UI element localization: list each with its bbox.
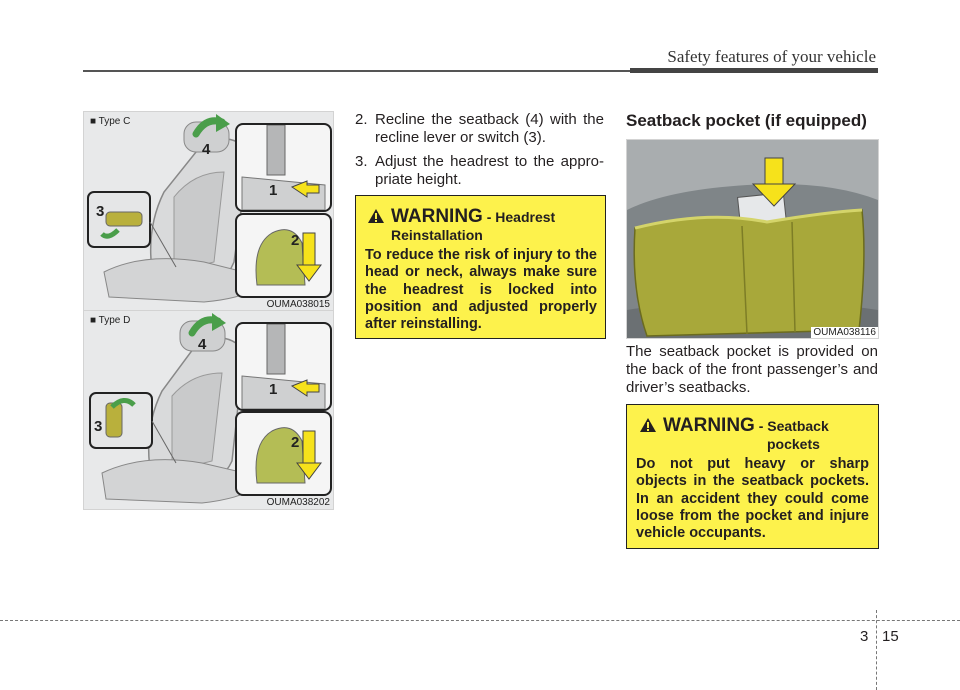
chapter-number: 3 <box>860 628 869 645</box>
section-title: Seatback pocket (if equipped) <box>626 111 867 130</box>
figure-type-c: ■ Type C 4 3 1 2 O <box>83 111 334 312</box>
callout-2-type-d: 2 <box>291 434 299 451</box>
warning-pocket-body: Do not put heavy or sharp objects in the… <box>636 456 869 542</box>
figure-type-d: ■ Type D 4 3 1 2 OUMA038202 <box>83 310 334 510</box>
step-3: 3. Adjust the headrest to the appro-pria… <box>355 153 604 189</box>
callout-3-type-d: 3 <box>94 418 102 435</box>
step-2-text: Recline the seatback (4) with the reclin… <box>375 111 604 146</box>
warning-pocket-subtitle-2: pockets <box>767 436 820 452</box>
callout-4-type-c: 4 <box>202 141 211 158</box>
inset-headrest-button-type-d: 1 <box>235 322 332 411</box>
warning-pocket-subtitle-1: - Seatback <box>754 418 829 434</box>
inset-headrest-button-type-c: 1 <box>235 123 332 212</box>
running-header: Safety features of your vehicle <box>667 47 876 66</box>
footer-rule <box>0 620 960 621</box>
headrest-post-illustration: 1 <box>241 125 326 210</box>
figure-type-d-label: ■ Type D <box>90 315 131 326</box>
warning-triangle-icon <box>368 209 384 223</box>
warning-triangle-icon <box>640 418 656 432</box>
warning-pocket-title: WARNING - Seatback <box>663 415 829 437</box>
seat-illustration-type-d: 4 3 <box>89 313 263 504</box>
warning-headrest-subtitle-2: Reinstallation <box>391 227 483 243</box>
warning-headrest-body: To reduce the risk of injury to the head… <box>365 247 597 333</box>
figure-type-c-caption: OUMA038015 <box>266 299 330 310</box>
callout-1-type-d: 1 <box>269 381 277 398</box>
warning-pocket-label: WARNING <box>663 415 755 436</box>
headrest-lift-illustration: 2 <box>255 229 322 286</box>
seat-illustration-type-c: 4 3 <box>87 114 265 303</box>
figure-type-c-label: ■ Type C <box>90 116 131 127</box>
inset-headrest-lift-type-c: 2 <box>235 213 332 298</box>
page-number: 15 <box>882 628 899 645</box>
header-rule-accent <box>630 68 878 73</box>
step-3-number: 3. <box>355 153 368 170</box>
steps-list: 2. Recline the seatback (4) with the rec… <box>355 111 604 189</box>
warning-headrest-subtitle-1: - Headrest <box>482 209 556 225</box>
headrest-post-illustration-d: 1 <box>241 324 326 409</box>
callout-4-type-d: 4 <box>198 336 207 353</box>
figure-type-d-caption: OUMA038202 <box>266 497 330 508</box>
section-body: The seatback pocket is provided on the b… <box>626 343 878 396</box>
step-2-number: 2. <box>355 111 368 128</box>
callout-3-type-c: 3 <box>96 203 104 220</box>
inset-headrest-lift-type-d: 2 <box>235 411 332 496</box>
headrest-lift-illustration-d: 2 <box>255 427 322 484</box>
callout-1-type-c: 1 <box>269 182 277 199</box>
warning-headrest-label: WARNING <box>391 206 483 227</box>
figure-pocket-caption: OUMA038116 <box>811 327 878 338</box>
seatback-pocket-illustration <box>627 140 878 338</box>
figure-seatback-pocket: OUMA038116 <box>626 139 879 339</box>
step-2: 2. Recline the seatback (4) with the rec… <box>355 111 604 147</box>
step-3-text: Adjust the headrest to the appro-priate … <box>375 153 604 188</box>
warning-box-pocket: WARNING - Seatback pockets Do not put he… <box>626 404 879 549</box>
footer-divider <box>876 610 877 690</box>
warning-box-headrest: WARNING - Headrest Reinstallation To red… <box>355 195 606 339</box>
warning-headrest-title: WARNING - Headrest <box>391 206 555 228</box>
header-rule <box>83 70 878 72</box>
callout-2-type-c: 2 <box>291 232 299 249</box>
